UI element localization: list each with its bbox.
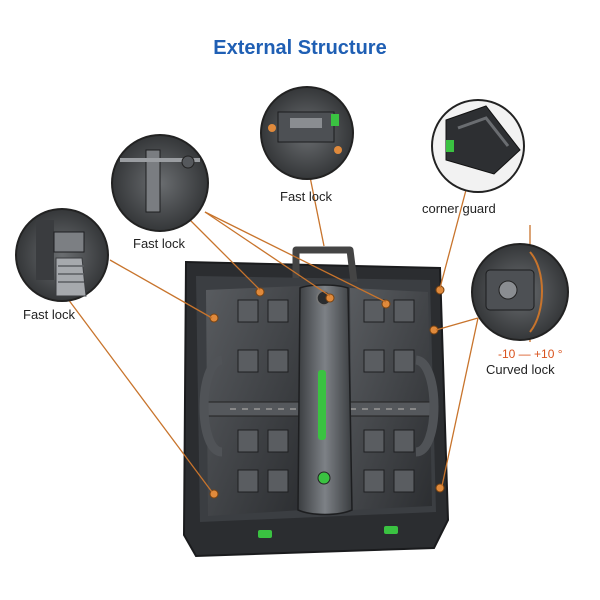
- zoom-fast-lock-top: [260, 86, 354, 180]
- label-fast-lock-top: Fast lock: [280, 189, 333, 204]
- zoom-corner-guard: [431, 99, 525, 193]
- zoom-fast-lock-left: [15, 208, 109, 302]
- label-curved-lock-range: -10 — +10 °: [498, 347, 563, 361]
- lock-point-top-center: [325, 293, 335, 303]
- lock-point-top-right: [381, 299, 391, 309]
- label-fast-lock-mid: Fast lock: [133, 236, 186, 251]
- carry-handle: [292, 246, 358, 283]
- page-title: External Structure: [213, 37, 387, 59]
- zoom-fast-lock-mid: [111, 134, 209, 232]
- label-fast-lock-left: Fast lock: [23, 307, 76, 322]
- status-indicator: [318, 370, 326, 440]
- label-curved-lock: Curved lock: [486, 362, 555, 377]
- led-cabinet: [182, 246, 450, 558]
- lock-point-top-left: [255, 287, 265, 297]
- label-corner-guard: corner guard: [422, 201, 496, 216]
- zoom-curved-lock: [471, 243, 569, 341]
- lock-point-left-upper: [209, 313, 219, 323]
